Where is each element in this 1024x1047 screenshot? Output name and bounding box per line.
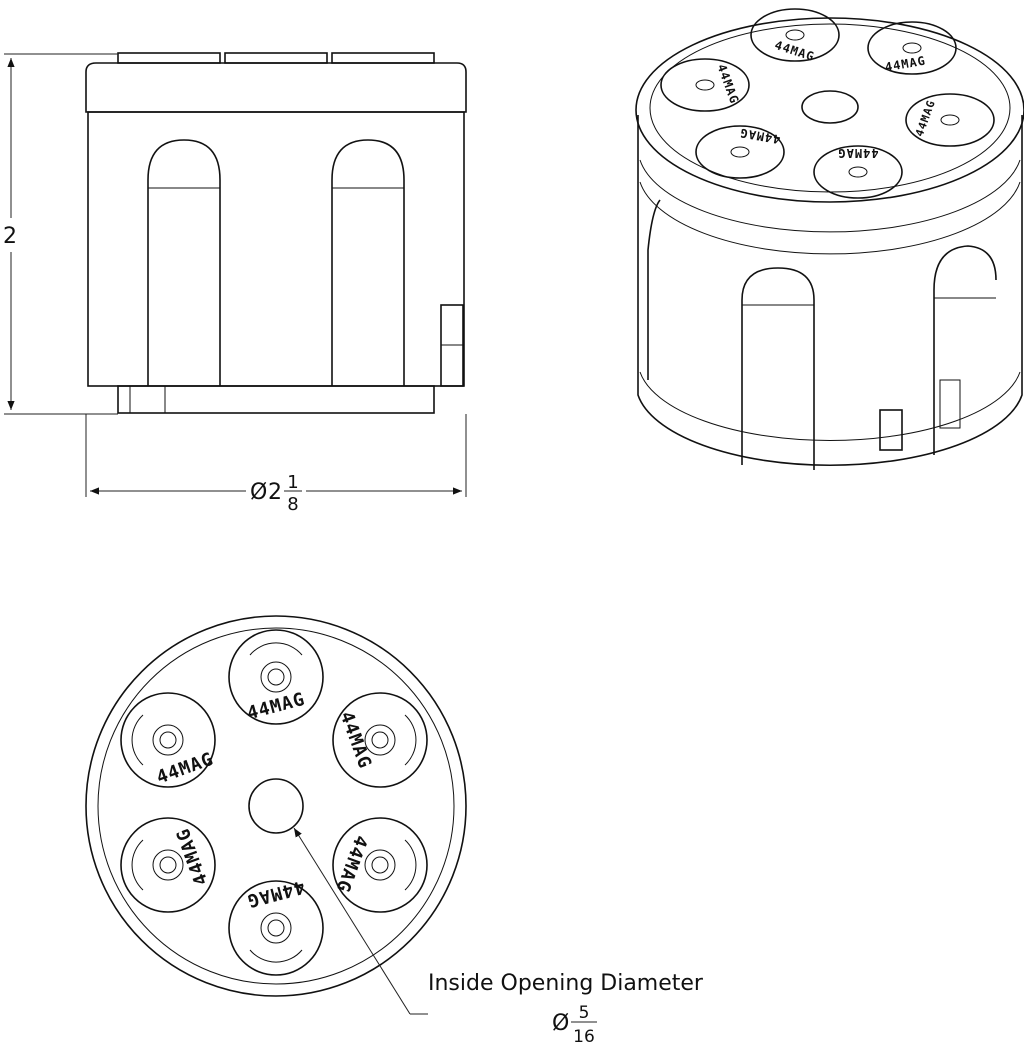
top-cartridge-5: 44MAG [120, 817, 216, 913]
hole-symbol: Ø [552, 1011, 569, 1036]
callout-label: Inside Opening Diameter [428, 971, 704, 996]
hole-numerator: 5 [579, 1003, 590, 1023]
diameter-denominator: 8 [287, 494, 298, 515]
top-cartridge-1: 44MAG [228, 629, 324, 725]
top-cartridge-6: 44MAG [120, 692, 217, 788]
height-value: 2 [3, 224, 17, 249]
iso-stamp-3: 44MAG [913, 98, 938, 138]
stamp-lower-left: 44MAG [173, 825, 213, 888]
diameter-symbol: Ø [250, 480, 267, 505]
opening-callout: Inside Opening Diameter Ø 5 16 [293, 827, 704, 1047]
iso-stamp-4: 44MAG [837, 146, 878, 160]
diameter-whole: 2 [268, 480, 282, 505]
stamp-upper-right: 44MAG [336, 709, 376, 772]
inside-opening [248, 778, 304, 834]
top-cartridge-2: 44MAG [332, 692, 428, 788]
diameter-dimension: Ø 2 1 8 [85, 414, 467, 515]
front-view [85, 52, 467, 414]
height-dimension: 2 [0, 53, 118, 415]
isometric-view: 44MAG 44MAG 44MAG 44MAG 44MAG 44MAG [635, 8, 1024, 470]
top-cartridge-3: 44MAG [332, 817, 428, 913]
iso-stamp-6: 44MAG [714, 62, 741, 105]
hole-denominator: 16 [573, 1027, 595, 1047]
top-cartridge-4: 44MAG [228, 876, 324, 976]
diameter-numerator: 1 [287, 472, 298, 493]
top-view: 44MAG 44MAG 44MAG 44MAG [85, 615, 467, 997]
iso-stamp-2: 44MAG [884, 54, 927, 75]
